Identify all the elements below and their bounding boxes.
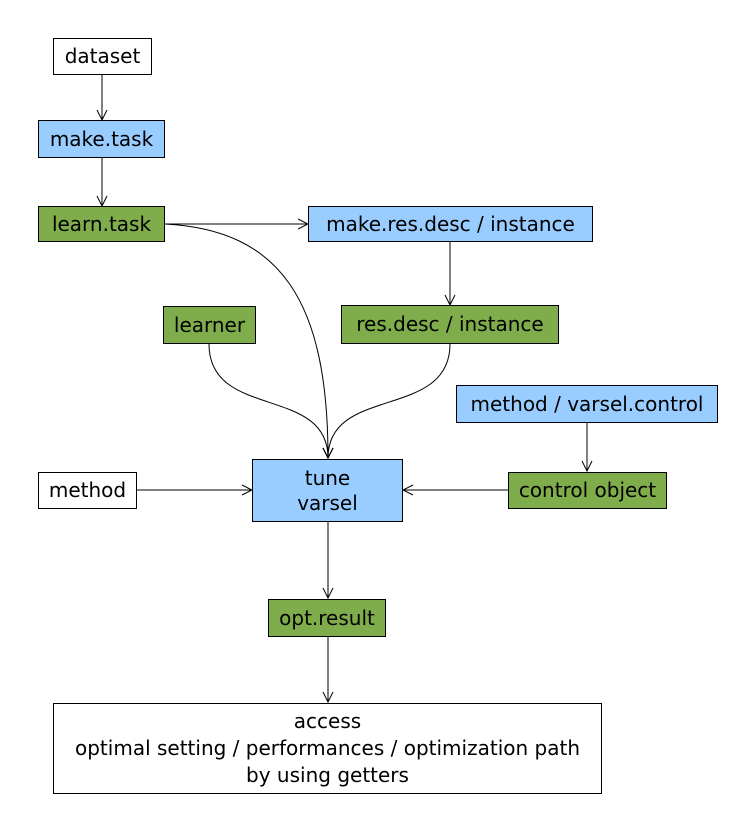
node-access-title: access — [293, 709, 362, 733]
node-access-line2: optimal setting / performances / optimiz… — [75, 736, 580, 760]
node-dataset-label: dataset — [64, 44, 141, 68]
node-res-desc-label: res.desc / instance — [356, 312, 544, 336]
edge-learner-to-tune — [208, 343, 328, 458]
node-dataset: dataset — [53, 38, 152, 75]
node-make-task: make.task — [38, 120, 165, 158]
node-learner: learner — [163, 306, 256, 344]
node-control-object: control object — [508, 472, 667, 509]
node-method-label: method — [48, 478, 127, 502]
node-res-desc: res.desc / instance — [341, 305, 559, 344]
node-method-varsel-control-label: method / varsel.control — [470, 391, 704, 416]
node-method: method — [38, 472, 137, 509]
node-control-object-label: control object — [518, 478, 657, 502]
node-opt-result-label: opt.result — [279, 605, 375, 630]
node-access-line3: by using getters — [246, 763, 409, 787]
node-learn-task-label: learn.task — [51, 211, 152, 236]
node-make-task-label: make.task — [49, 126, 154, 151]
node-access: access optimal setting / performances / … — [53, 703, 602, 794]
node-learn-task: learn.task — [38, 206, 165, 242]
node-varsel-label: varsel — [297, 490, 358, 515]
node-make-res-desc-label: make.res.desc / instance — [326, 211, 575, 236]
edge-res-desc-to-tune — [328, 343, 451, 458]
node-opt-result: opt.result — [268, 599, 386, 637]
node-tune-varsel: tune varsel — [252, 459, 403, 522]
edge-learn-task-to-tune — [164, 223, 328, 458]
node-make-res-desc: make.res.desc / instance — [308, 206, 593, 242]
node-learner-label: learner — [173, 312, 246, 337]
node-method-varsel-control: method / varsel.control — [456, 385, 718, 423]
node-tune-label: tune — [304, 465, 351, 490]
